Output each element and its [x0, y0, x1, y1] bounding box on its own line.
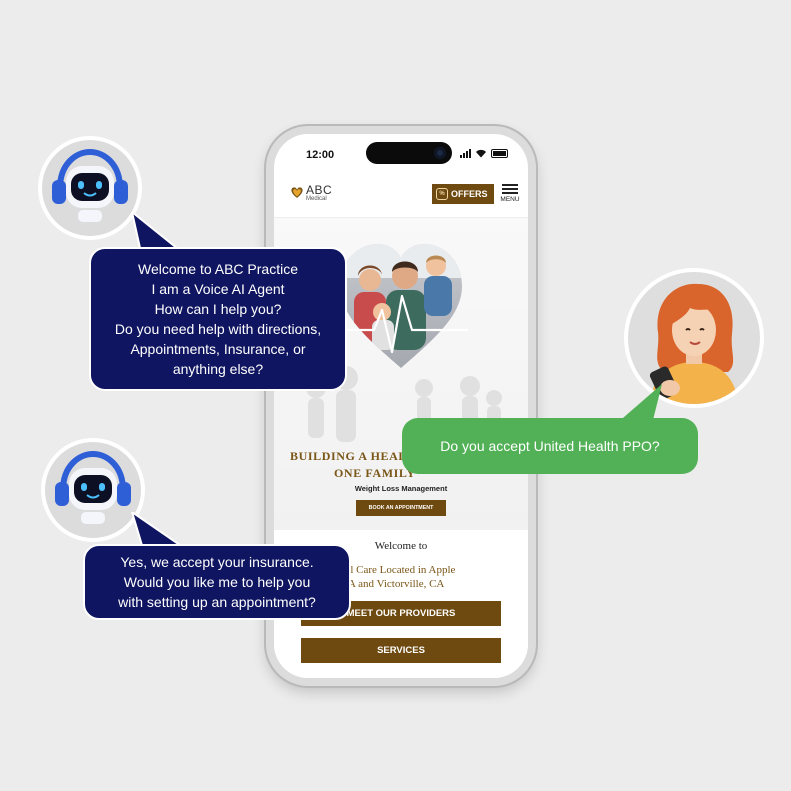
user-question-bubble: Do you accept United Health PPO? — [402, 418, 698, 474]
logo-subtitle: Medical — [306, 196, 327, 202]
bot-reply-bubble: Yes, we accept your insurance. Would you… — [83, 544, 351, 620]
wifi-icon — [476, 149, 486, 158]
welcome-text-line2: r, CA and Victorville, CA — [332, 578, 445, 590]
greeting-line-6: anything else? — [172, 361, 264, 377]
battery-icon — [491, 149, 508, 158]
woman-with-phone-icon — [649, 283, 738, 404]
status-time: 12:00 — [306, 149, 335, 161]
hamburger-icon — [502, 184, 518, 186]
bubble-tail — [616, 384, 662, 424]
menu-button[interactable]: MENU — [496, 182, 524, 203]
hero-subtitle: Weight Loss Management — [354, 484, 448, 493]
logo-name: ABC — [306, 183, 333, 197]
greeting-line-3: How can I help you? — [154, 301, 282, 317]
user-question-text: Do you accept United Health PPO? — [440, 438, 660, 454]
welcome-title: Welcome to — [374, 540, 428, 552]
abc-medical-logo[interactable]: ABC Medical — [290, 184, 332, 202]
robot-headset-icon — [55, 450, 131, 524]
dynamic-island — [366, 142, 452, 164]
site-header: ABC Medical % OFFERS MENU — [274, 176, 528, 218]
bubble-tail — [130, 512, 192, 552]
status-bar: 12:00 — [274, 134, 528, 174]
hero-title-line2: ONE FAMILY — [334, 466, 416, 480]
book-appointment-button[interactable]: BOOK AN APPOINTMENT — [356, 500, 446, 516]
signal-icon — [460, 149, 471, 158]
bot-avatar — [38, 136, 142, 240]
bubble-tail — [130, 212, 190, 257]
robot-headset-icon — [52, 148, 128, 222]
family-heart-image — [306, 244, 502, 442]
reply-line-1: Yes, we accept your insurance. — [120, 554, 314, 570]
greeting-line-2: I am a Voice AI Agent — [151, 281, 285, 297]
bot-greeting-bubble: Welcome to ABC Practice I am a Voice AI … — [89, 247, 347, 391]
offers-badge-icon: % — [436, 188, 448, 200]
greeting-line-5: Appointments, Insurance, or — [130, 341, 306, 357]
greeting-line-4: Do you need help with directions, — [114, 321, 322, 337]
user-avatar — [624, 268, 764, 408]
reply-line-3: with setting up an appointment? — [118, 594, 316, 610]
greeting-line-1: Welcome to ABC Practice — [137, 261, 299, 277]
hero-title-line1: BUILDING A HEALT — [290, 449, 415, 463]
offers-button[interactable]: % OFFERS — [432, 184, 494, 204]
camera-icon — [434, 147, 446, 159]
bot-avatar-2 — [41, 438, 145, 542]
reply-line-2: Would you like me to help you — [123, 574, 311, 590]
offers-label: OFFERS — [451, 189, 488, 199]
welcome-text-line1: dical Care Located in Apple — [332, 564, 456, 576]
services-button[interactable]: SERVICES — [301, 638, 501, 663]
menu-label: MENU — [500, 196, 520, 203]
heart-hands-logo-icon — [291, 187, 303, 198]
